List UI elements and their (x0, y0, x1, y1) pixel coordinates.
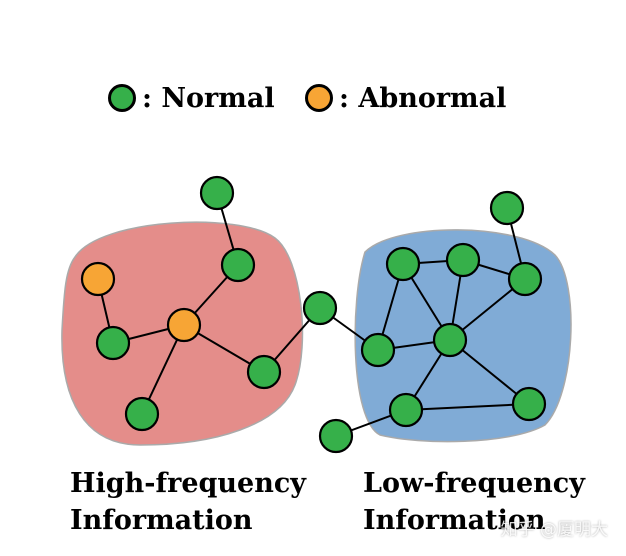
low-caption-line1: Low-frequency (363, 468, 585, 499)
normal-node-h_left (95, 325, 131, 361)
normal-node-l_c (507, 261, 543, 297)
watermark: 知乎 @厦明大 (500, 520, 608, 540)
normal-node-l_low (388, 392, 424, 428)
graph-nodes (80, 175, 547, 454)
high-frequency-caption: High-frequency Information (70, 465, 306, 539)
normal-node-l_a (385, 246, 421, 282)
normal-node-swatch (108, 84, 136, 112)
high-caption-line1: High-frequency (70, 468, 306, 499)
normal-node-h_bottom (124, 396, 160, 432)
normal-node-h_top (199, 175, 235, 211)
abnormal-node-h_abn_left (80, 261, 116, 297)
normal-node-l_top (489, 190, 525, 226)
normal-node-h_upper (220, 247, 256, 283)
abnormal-node-h_hub (166, 307, 202, 343)
legend-abnormal: : Abnormal (305, 78, 506, 118)
normal-node-bridge (302, 290, 338, 326)
low-caption-line2: Information (363, 505, 546, 536)
edge-l_low-l_right (405, 403, 530, 411)
legend-normal-label: : Normal (142, 82, 275, 114)
low-frequency-caption: Low-frequency Information (363, 465, 585, 539)
abnormal-node-swatch (305, 84, 333, 112)
normal-node-h_right (246, 354, 282, 390)
normal-node-l_hub (432, 322, 468, 358)
legend-abnormal-label: : Abnormal (339, 82, 507, 114)
normal-node-l_b (445, 242, 481, 278)
normal-node-l_left (360, 332, 396, 368)
normal-node-l_out (318, 418, 354, 454)
legend-normal: : Normal (108, 78, 275, 118)
high-caption-line2: Information (70, 505, 253, 536)
normal-node-l_right (511, 386, 547, 422)
